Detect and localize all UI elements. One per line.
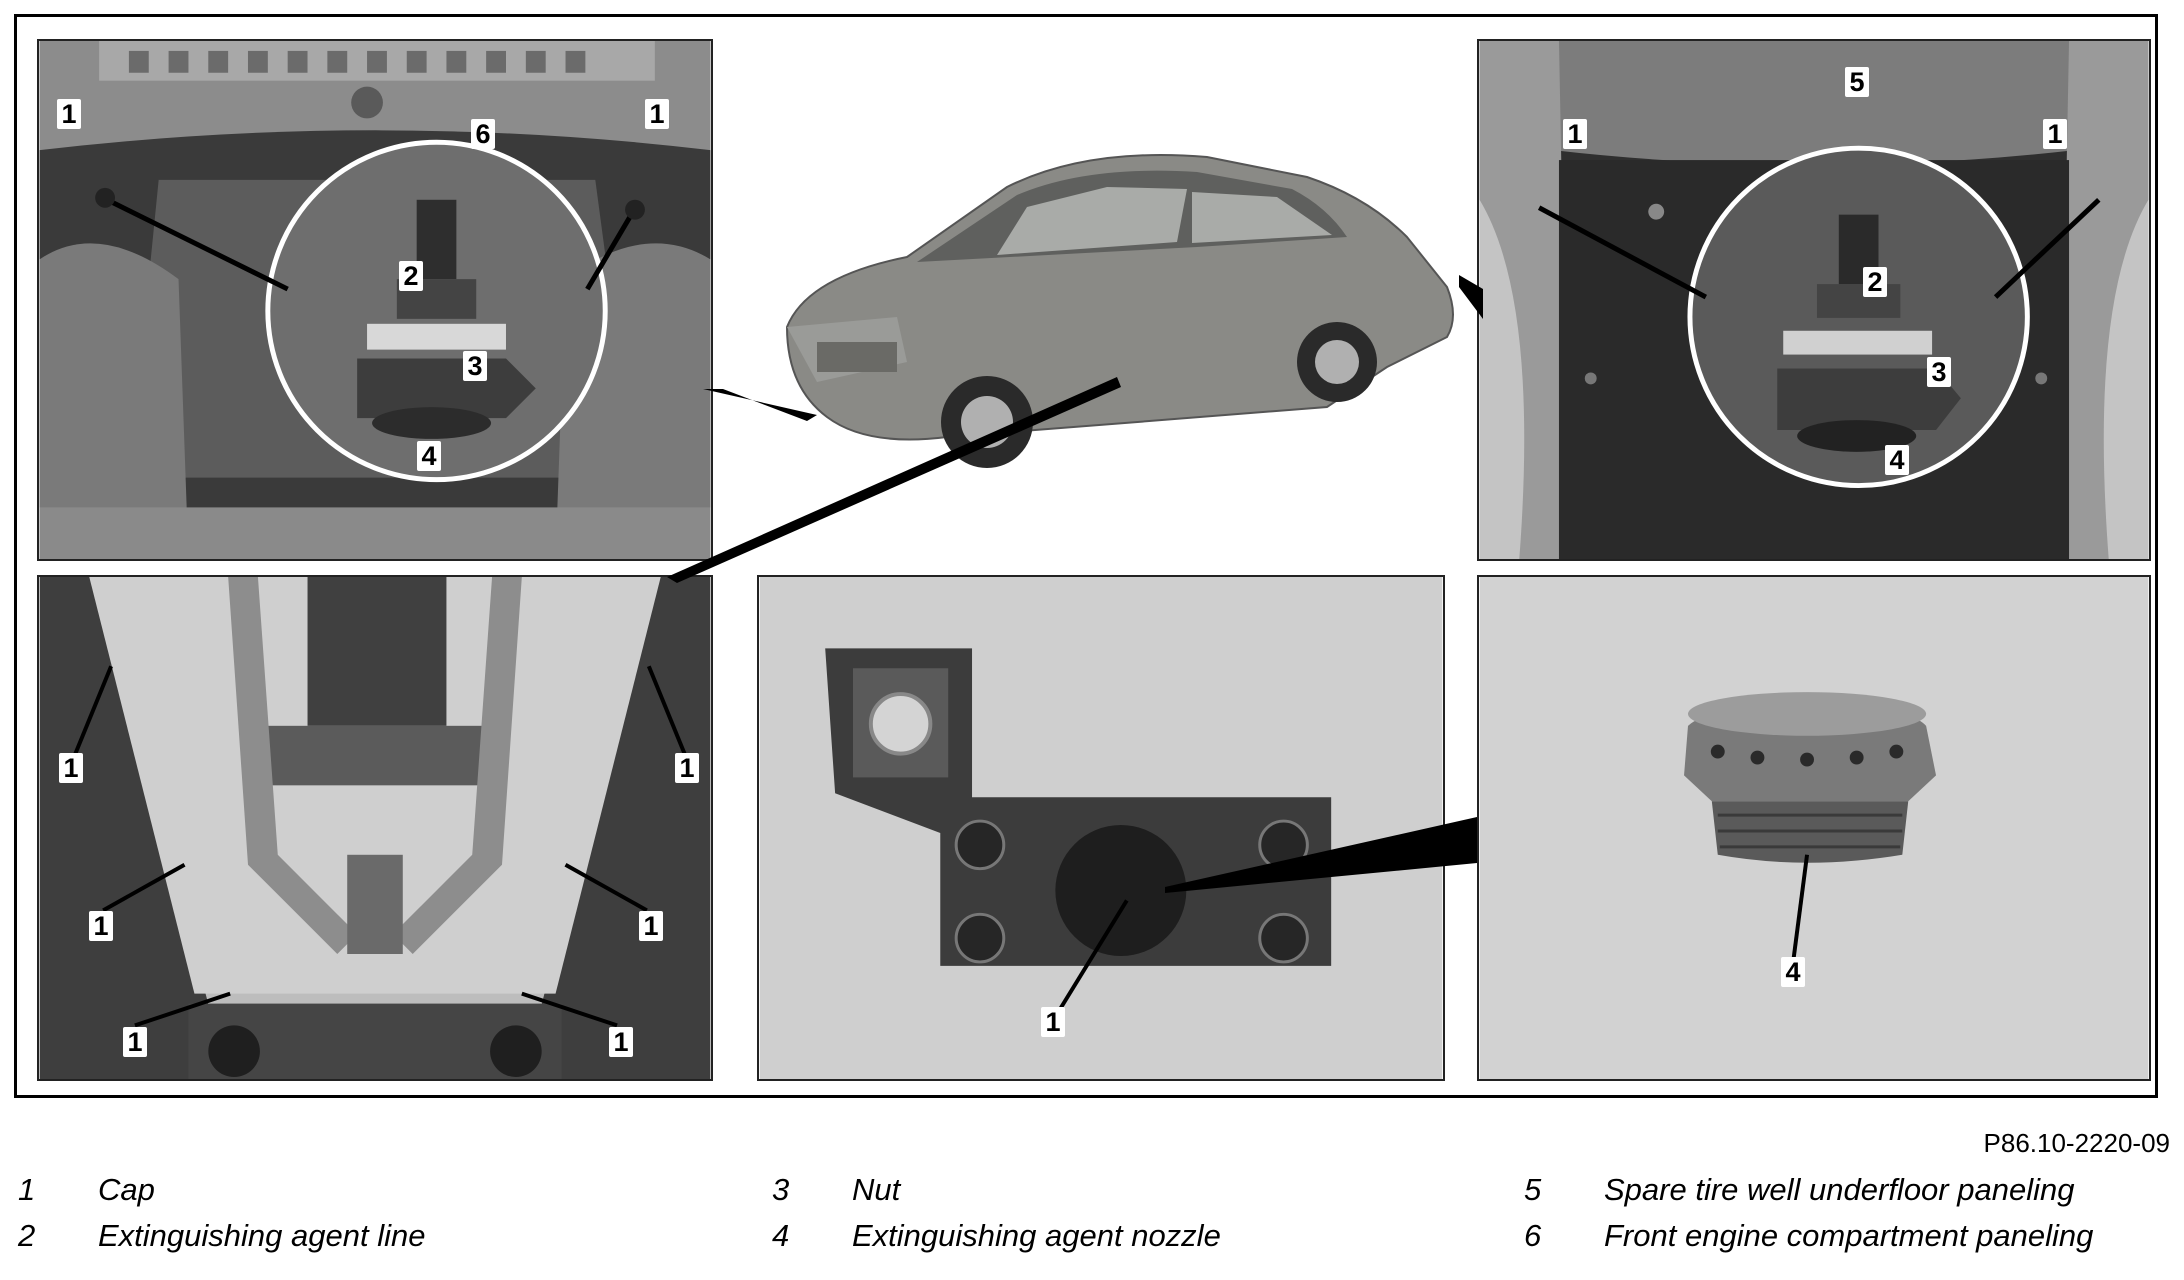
vehicle-illustration [747, 117, 1487, 497]
callout-label: 1 [2043, 119, 2067, 149]
callout-label: 4 [1781, 957, 1805, 987]
legend-text: Front engine compartment paneling [1604, 1218, 2094, 1253]
legend-number: 6 [1524, 1218, 1542, 1253]
nozzle-closeup-photo: 4 [1477, 575, 2151, 1081]
legend-text: Nut [852, 1172, 901, 1207]
rear-underside-illustration [1479, 41, 2149, 559]
car-image [785, 154, 1454, 468]
cap-bracket-photo: 1 [757, 575, 1445, 1081]
callout-label: 5 [1845, 67, 1869, 97]
legend-number: 1 [18, 1172, 36, 1207]
callout-label: 1 [675, 753, 699, 783]
underbody-illustration [39, 577, 711, 1079]
callout-label: 1 [645, 99, 669, 129]
nozzle-illustration [1479, 577, 2149, 1079]
callout-label: 4 [1885, 445, 1909, 475]
legend-text: Spare tire well underfloor paneling [1604, 1172, 2075, 1207]
front-underside-illustration [39, 41, 711, 559]
callout-label: 2 [399, 261, 423, 291]
callout-label: 1 [123, 1027, 147, 1057]
callout-label: 1 [1041, 1007, 1065, 1037]
bracket-illustration [759, 577, 1443, 1079]
callout-label: 1 [59, 753, 83, 783]
legend-number: 3 [772, 1172, 790, 1207]
callout-label: 1 [639, 911, 663, 941]
callout-label: 4 [417, 441, 441, 471]
legend-number: 4 [772, 1218, 790, 1253]
callout-label: 3 [463, 351, 487, 381]
legend-text: Extinguishing agent nozzle [852, 1218, 1221, 1253]
legend-number: 5 [1524, 1172, 1542, 1207]
callout-label: 1 [1563, 119, 1587, 149]
callout-label: 3 [1927, 357, 1951, 387]
front-underside-photo: 1 6 1 2 3 4 [37, 39, 713, 561]
reference-code: P86.10-2220-09 [1983, 1128, 2170, 1158]
callout-label: 6 [471, 119, 495, 149]
rear-underside-photo: 5 1 1 2 3 4 [1477, 39, 2151, 561]
underbody-overview-photo: 1 1 1 1 1 1 [37, 575, 713, 1081]
diagram-frame: 1 6 1 2 3 4 5 1 1 2 3 [14, 14, 2158, 1098]
legend-text: Cap [98, 1172, 155, 1207]
callout-label: 1 [89, 911, 113, 941]
callout-label: 1 [57, 99, 81, 129]
callout-label: 1 [609, 1027, 633, 1057]
callout-label: 2 [1863, 267, 1887, 297]
legend-number: 2 [18, 1218, 36, 1253]
legend-text: Extinguishing agent line [98, 1218, 426, 1253]
